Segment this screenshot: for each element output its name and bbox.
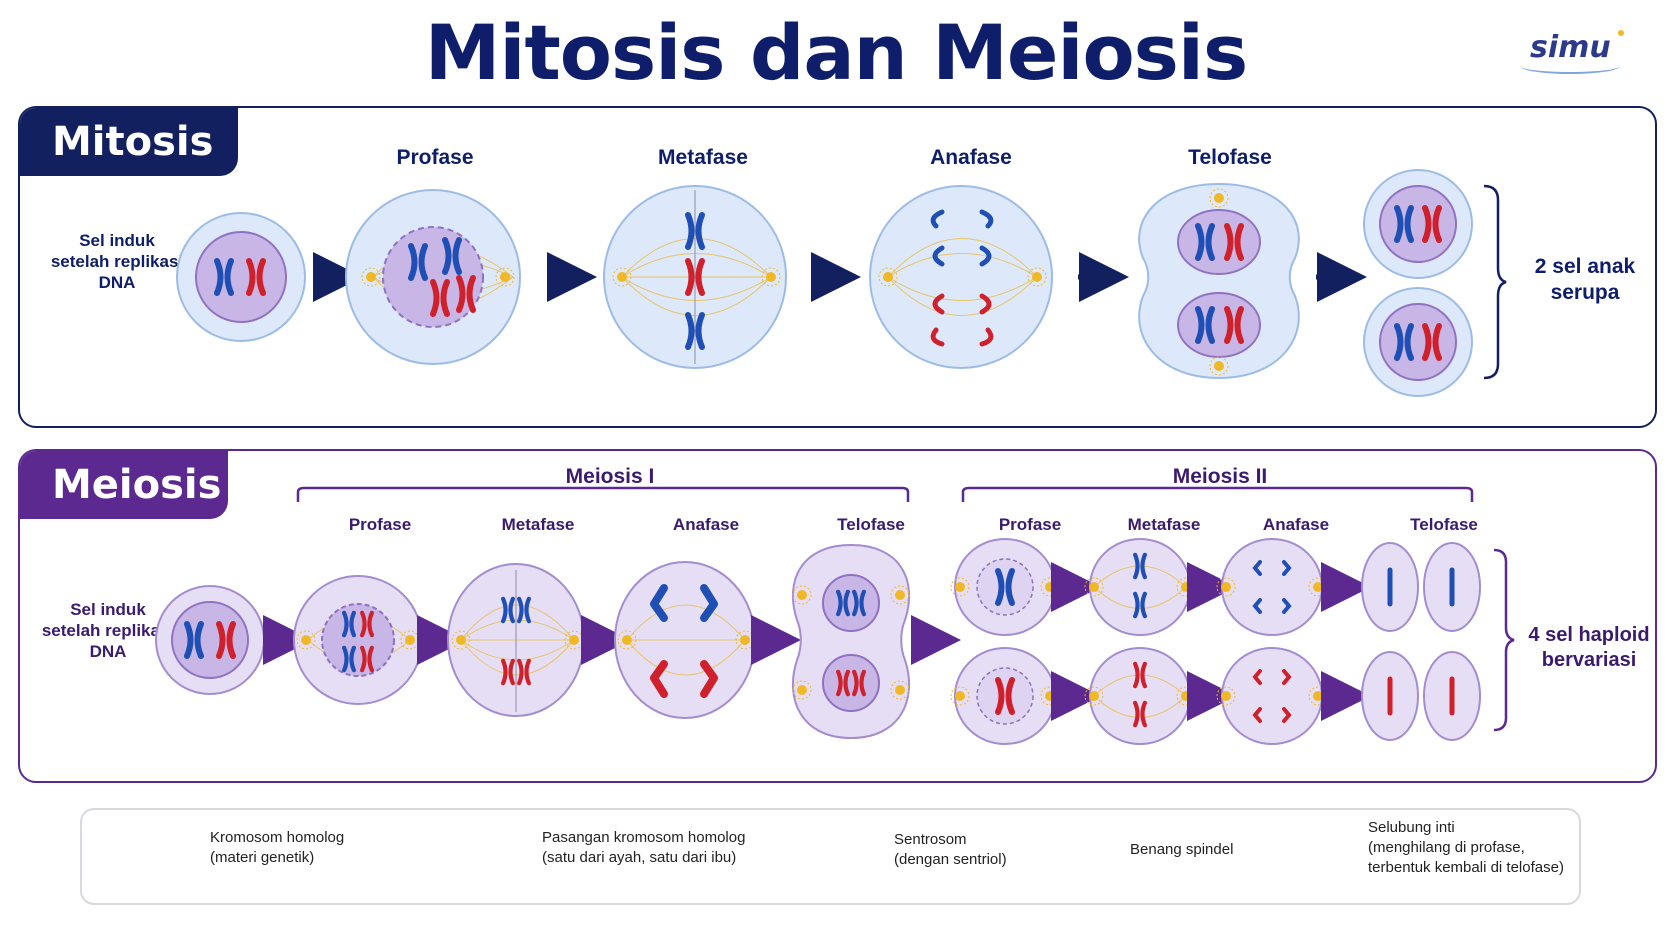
meiosis-start-label-line: Sel induk xyxy=(70,600,146,619)
meiosis1-phase-metafase: Metafase xyxy=(501,515,575,534)
meiosis2-anafase-cell xyxy=(1216,538,1328,636)
mitosis-start-cell xyxy=(176,212,306,342)
mitosis-phase-anafase: Anafase xyxy=(930,146,1012,169)
legend-text: Benang spindel xyxy=(1130,841,1234,858)
mitosis-telofase-cell xyxy=(1138,182,1300,380)
logo-swoosh xyxy=(1520,58,1620,74)
meiosis-start-cell xyxy=(155,585,265,695)
mitosis-result-label: 2 sel anak serupa xyxy=(1510,254,1660,306)
meiosis1-phase-anafase: Anafase xyxy=(672,515,740,534)
meiosis-stage-2: Meiosis II xyxy=(1172,465,1268,488)
meiosis2-bracket xyxy=(961,486,1474,502)
legend-text: Selubung inti xyxy=(1368,819,1455,836)
mitosis-daughter-cell xyxy=(1363,169,1473,279)
legend-item-pair: Pasangan kromosom homolog (satu dari aya… xyxy=(542,828,745,868)
mitosis-result-line: serupa xyxy=(1550,281,1620,304)
meiosis2-telofase-cell xyxy=(1361,651,1481,741)
meiosis2-profase-cell xyxy=(950,647,1060,745)
meiosis-result-label: 4 sel haploid bervariasi xyxy=(1514,623,1664,673)
meiosis1-metafase-cell xyxy=(447,563,585,717)
result-brace xyxy=(1493,548,1515,732)
legend-text: Sentrosom xyxy=(894,831,967,848)
mitosis-metafase-cell xyxy=(603,185,787,369)
meiosis-start-label: Sel induk setelah replikasi DNA xyxy=(28,599,188,662)
meiosis-start-label-line: DNA xyxy=(89,642,127,661)
mitosis-tag: Mitosis xyxy=(20,108,238,176)
meiosis1-anafase-cell xyxy=(614,561,756,719)
mitosis-daughter-cell xyxy=(1363,287,1473,397)
mitosis-anafase-cell xyxy=(869,185,1053,369)
meiosis2-phase-telofase: Telofase xyxy=(1410,515,1478,534)
legend-box: Kromosom homolog (materi genetik) Pasang… xyxy=(80,808,1581,905)
meiosis2-phase-profase: Profase xyxy=(998,515,1062,534)
legend-text: terbentuk kembali di telofase) xyxy=(1368,859,1564,876)
mitosis-result-line: 2 sel anak xyxy=(1534,255,1636,278)
meiosis-result-line: bervariasi xyxy=(1541,649,1637,671)
meiosis2-phase-anafase: Anafase xyxy=(1262,515,1330,534)
meiosis2-anafase-cell xyxy=(1216,647,1328,745)
logo-dot xyxy=(1618,30,1624,36)
legend-item-nuclear-envelope: Selubung inti (menghilang di profase, te… xyxy=(1368,818,1564,878)
page-title: Mitosis dan Meiosis xyxy=(424,8,1248,97)
mitosis-start-label-line: DNA xyxy=(98,273,136,292)
meiosis1-bracket xyxy=(296,486,910,502)
mitosis-start-label-line: setelah replikasi xyxy=(50,252,184,271)
meiosis-result-line: 4 sel haploid xyxy=(1528,624,1650,646)
meiosis1-phase-telofase: Telofase xyxy=(837,515,905,534)
meiosis2-phase-metafase: Metafase xyxy=(1127,515,1201,534)
meiosis1-telofase-cell xyxy=(792,543,910,740)
meiosis-stage-1: Meiosis I xyxy=(565,465,655,488)
meiosis2-telofase-cell xyxy=(1361,542,1481,632)
meiosis1-phase-profase: Profase xyxy=(348,515,412,534)
meiosis2-metafase-cell xyxy=(1084,647,1196,745)
legend-text: (dengan sentriol) xyxy=(894,851,1007,868)
legend-item-centrosome: Sentrosom (dengan sentriol) xyxy=(894,830,1007,870)
legend-text: Kromosom homolog xyxy=(210,829,345,846)
meiosis1-profase-cell xyxy=(293,575,423,705)
legend-text: Pasangan kromosom homolog xyxy=(542,829,746,846)
mitosis-start-label-line: Sel induk xyxy=(79,231,155,250)
meiosis-tag: Meiosis xyxy=(20,451,228,519)
mitosis-start-label: Sel induk setelah replikasi DNA xyxy=(42,230,192,293)
meiosis2-metafase-cell xyxy=(1084,538,1196,636)
result-brace xyxy=(1483,184,1507,380)
meiosis2-profase-cell xyxy=(950,538,1060,636)
legend-text: (materi genetik) xyxy=(210,849,315,866)
mitosis-phase-telofase: Telofase xyxy=(1188,146,1272,169)
legend-item-chromosome: Kromosom homolog (materi genetik) xyxy=(210,828,344,868)
legend-text: (satu dari ayah, satu dari ibu) xyxy=(542,849,737,866)
mitosis-phase-profase: Profase xyxy=(396,146,474,169)
mitosis-profase-cell xyxy=(345,189,521,365)
legend-item-spindle: Benang spindel xyxy=(1130,840,1233,860)
legend-text: (menghilang di profase, xyxy=(1368,839,1525,856)
mitosis-phase-metafase: Metafase xyxy=(658,146,748,169)
meiosis-start-label-line: setelah replikasi xyxy=(41,621,175,640)
